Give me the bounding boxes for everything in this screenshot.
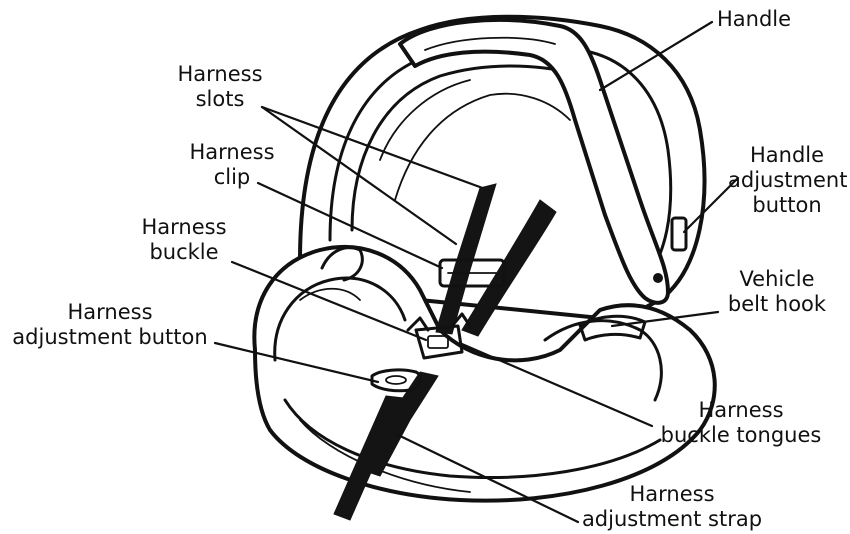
label-harness-buckle: Harness buckle (132, 215, 236, 265)
label-harness-clip: Harness clip (180, 140, 284, 190)
label-harness-buckle-tongues: Harness buckle tongues (652, 398, 830, 448)
label-harness-adjustment-button: Harness adjustment button (4, 300, 216, 350)
label-handle-adjustment-button: Handle adjustment button (728, 143, 846, 218)
label-handle: Handle (717, 7, 791, 32)
label-harness-adjustment-strap: Harness adjustment strap (572, 482, 772, 532)
label-harness-slots: Harness slots (168, 62, 272, 112)
label-vehicle-belt-hook: Vehicle belt hook (718, 267, 836, 317)
handle-pivot (653, 273, 663, 283)
